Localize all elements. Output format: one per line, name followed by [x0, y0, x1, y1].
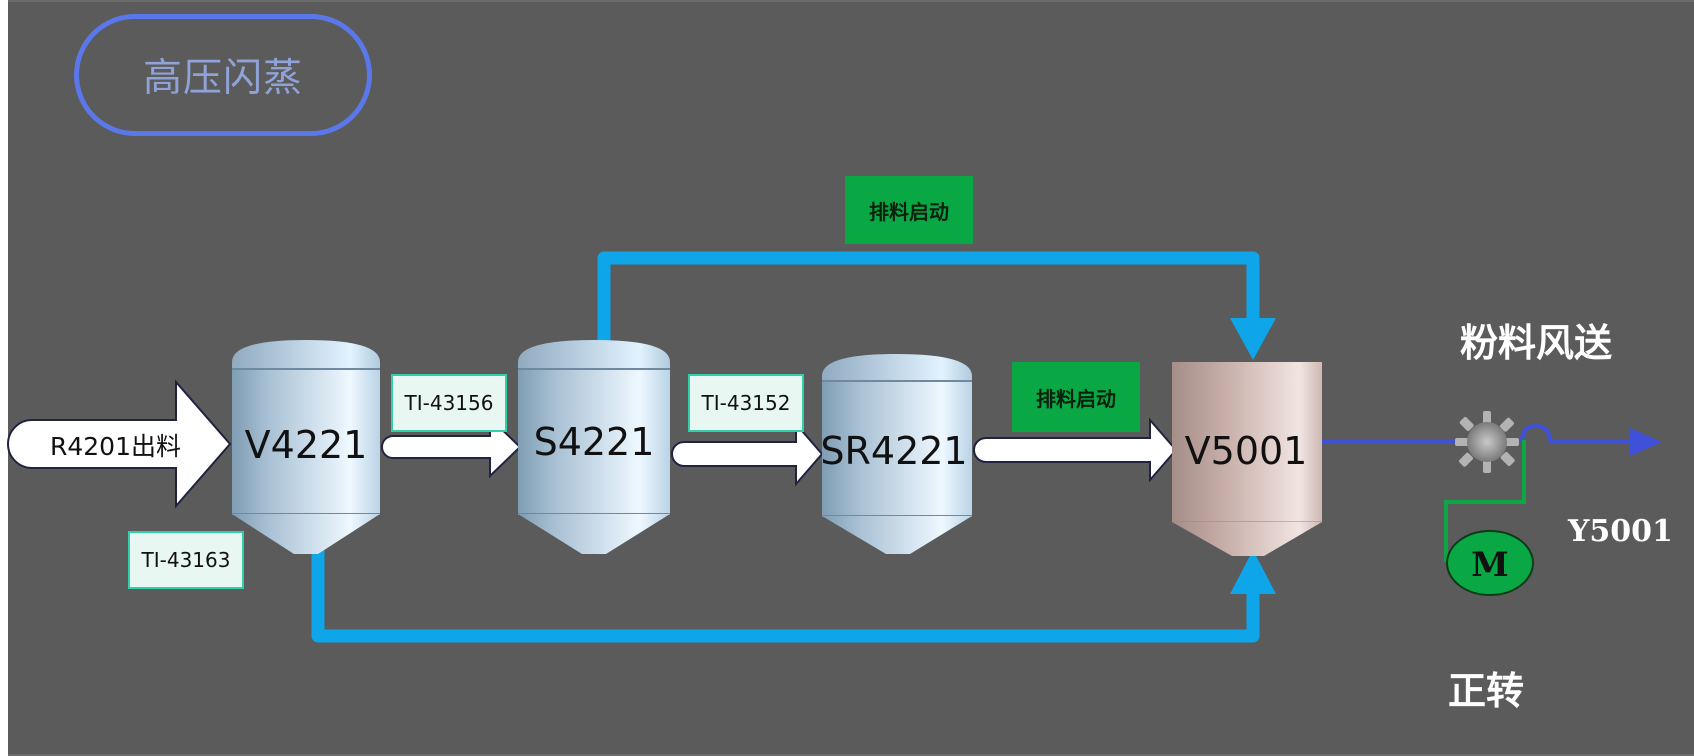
tag-ti-43152[interactable]: TI-43152: [688, 374, 804, 432]
flow-arrow-sr4221-v5001: [973, 417, 1178, 483]
vessel-label-s4221: S4221: [533, 420, 655, 464]
bottom-frame-border: [8, 754, 1694, 756]
left-frame-border: [0, 0, 8, 756]
motor-letter: M: [1471, 545, 1509, 585]
vessel-label-sr4221: SR4221: [820, 429, 968, 473]
inlet-label: R4201出料: [50, 432, 181, 461]
discharge-start-button-mid[interactable]: 排料启动: [1012, 362, 1140, 432]
discharge-start-button-top[interactable]: 排料启动: [845, 176, 973, 244]
top-frame-border: [8, 0, 1694, 2]
motor-icon[interactable]: M: [1446, 530, 1534, 596]
vessel-v5001: [1172, 362, 1322, 556]
flow-arrow-v4221-s4221: [381, 415, 522, 479]
conveying-line: [1322, 423, 1662, 456]
tag-ti-43163[interactable]: TI-43163: [128, 531, 244, 589]
conveying-title: 粉料风送: [1460, 321, 1613, 365]
section-title-text: 高压闪蒸: [142, 56, 303, 101]
tag-ti-43156[interactable]: TI-43156: [391, 374, 507, 432]
vessel-label-v4221: V4221: [244, 423, 368, 467]
valve-id-label: Y5001: [1568, 514, 1673, 549]
motor-status-label: 正转: [1448, 669, 1525, 713]
bypass-pipe-top: [597, 251, 1276, 360]
vessel-label-v5001: V5001: [1184, 429, 1308, 473]
flow-arrow-s4221-sr4221: [671, 421, 824, 487]
vessel-v4221: [232, 340, 380, 554]
section-title: 高压闪蒸: [74, 14, 372, 136]
rotary-feeder-icon: [1455, 411, 1519, 473]
vessel-s4221: [518, 340, 670, 554]
motor-linkage: [1444, 440, 1526, 562]
vessel-sr4221: [822, 354, 972, 554]
bypass-pipe-bottom: [311, 550, 1276, 643]
inlet-arrow: [7, 379, 232, 509]
